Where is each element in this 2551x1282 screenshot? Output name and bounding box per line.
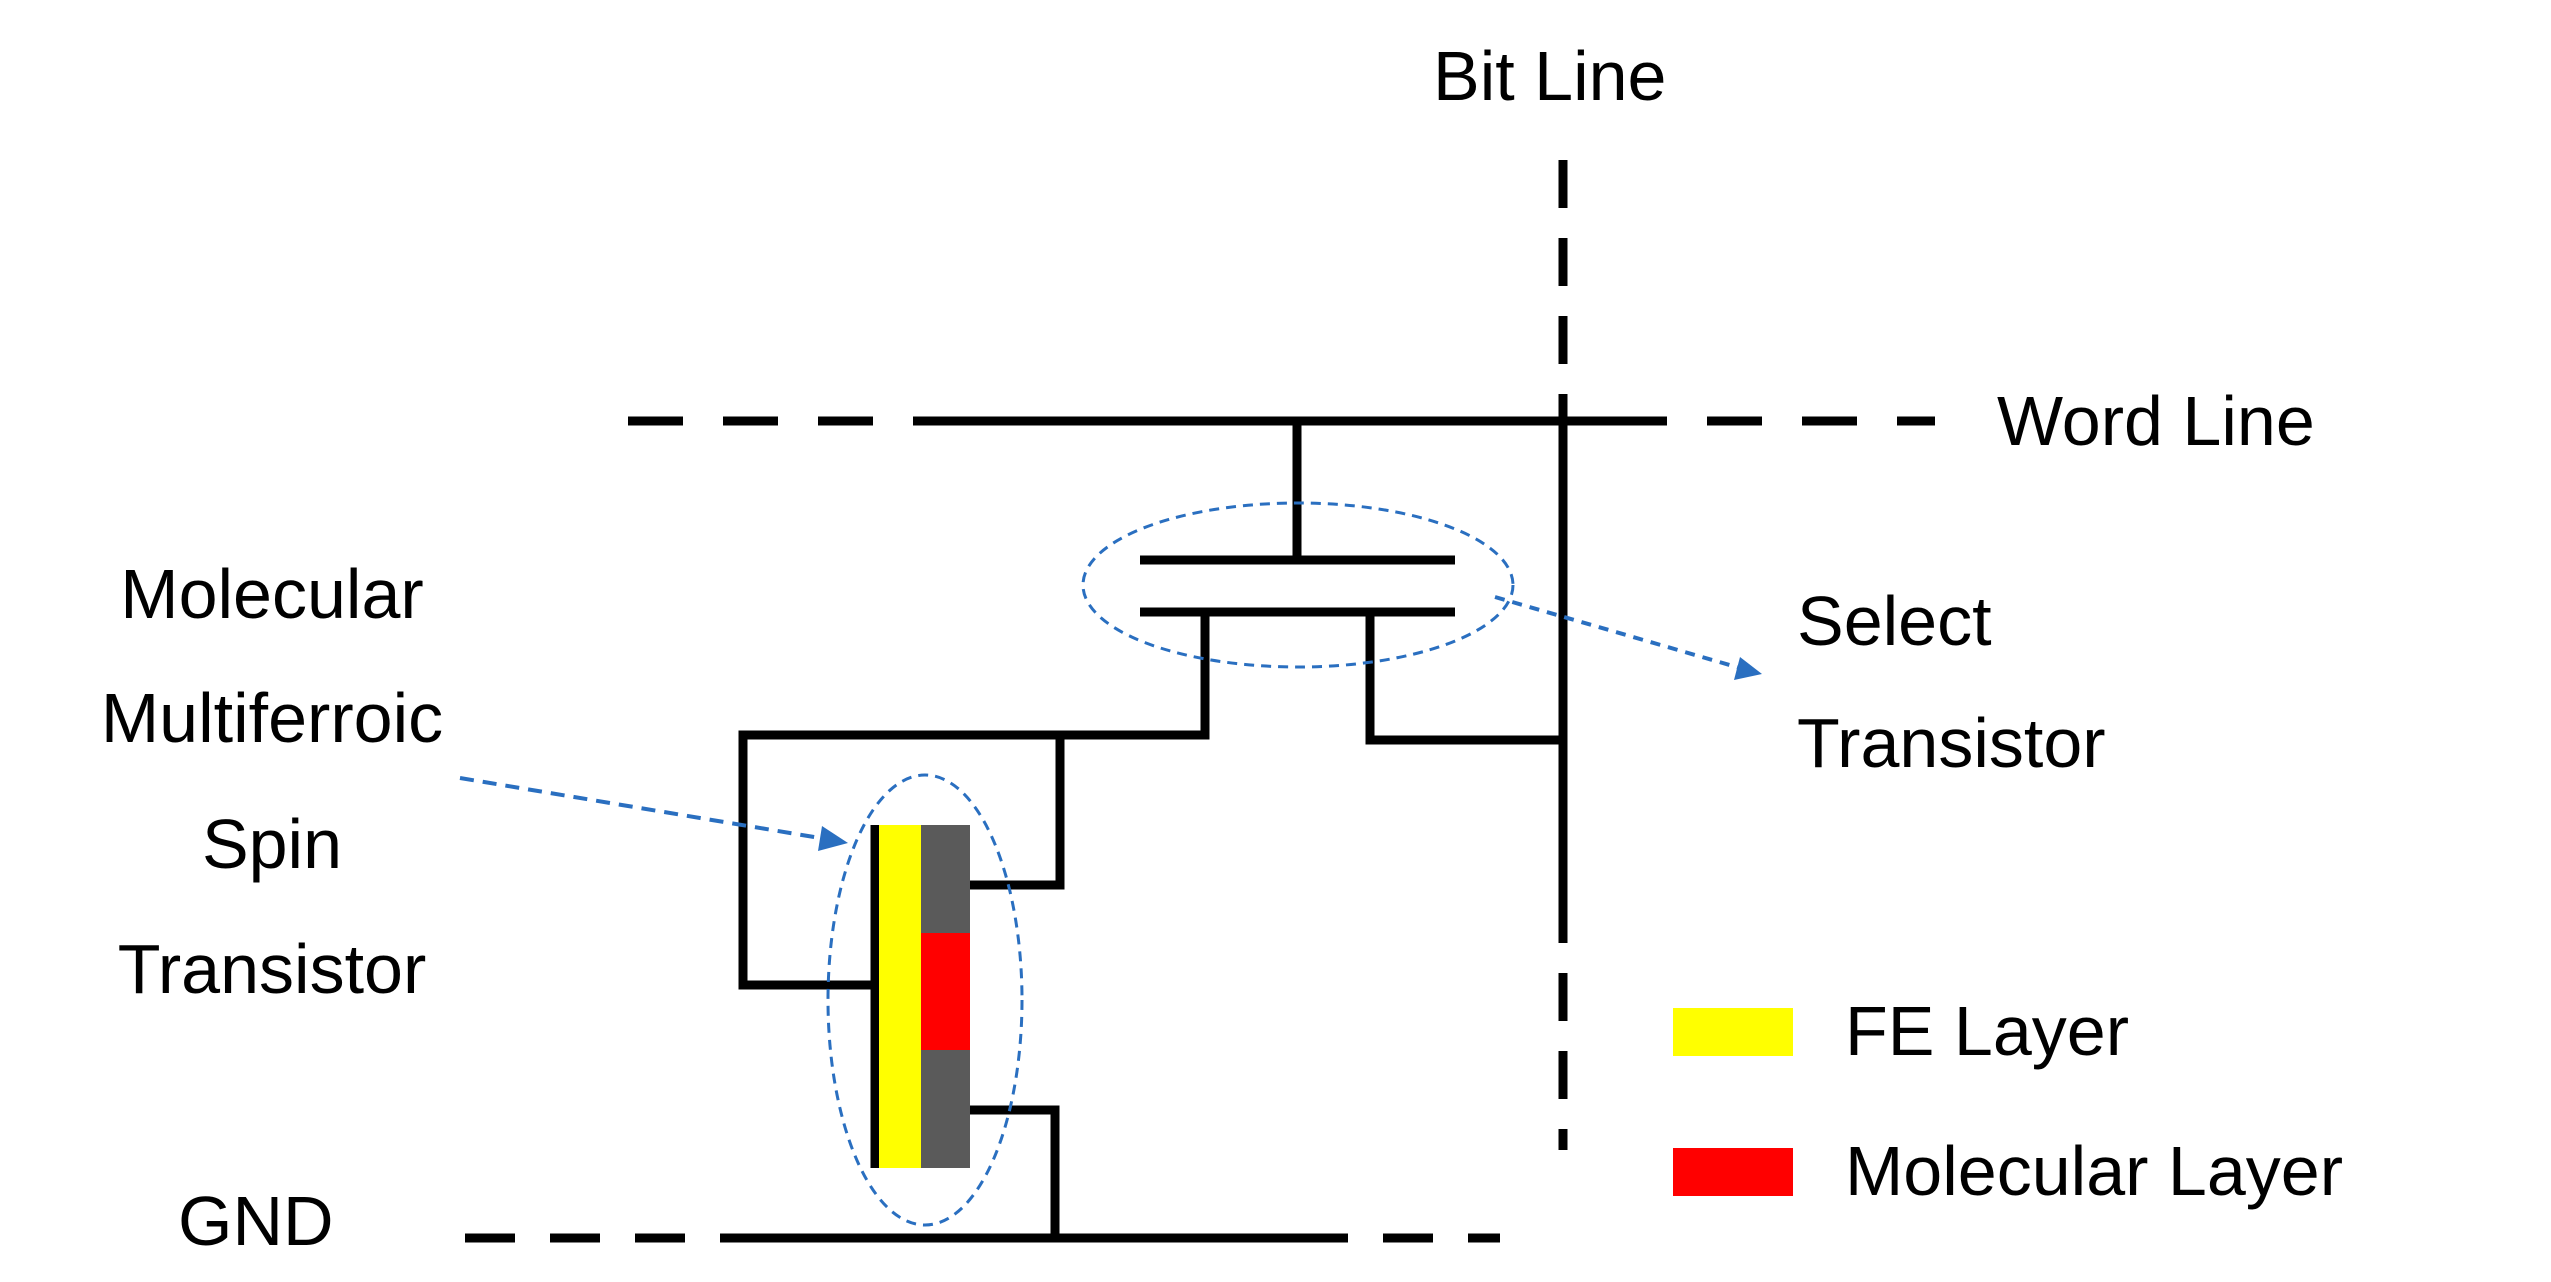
select-transistor-label-line2: Transistor <box>1797 704 2106 782</box>
select-callout-arrow <box>1494 595 1762 680</box>
mmst-label-line4: Transistor <box>118 930 427 1008</box>
select-transistor-highlight <box>1081 501 1515 669</box>
electrode-top <box>921 825 970 933</box>
word-line-label: Word Line <box>1997 382 2315 460</box>
fe-layer <box>879 825 921 1168</box>
legend: FE Layer Molecular Layer <box>1673 992 2343 1210</box>
molecular-layer <box>921 933 970 1050</box>
bit-line-label: Bit Line <box>1433 37 1666 115</box>
mmst-highlight <box>826 773 1024 1227</box>
select-transistor-label-line1: Select <box>1797 582 1992 660</box>
mmst-label-line3: Spin <box>202 805 342 883</box>
mmst-wiring <box>870 735 1065 1238</box>
select-transistor <box>738 421 1563 990</box>
mmst-callout-arrow <box>459 776 848 851</box>
legend-fe-label: FE Layer <box>1845 992 2129 1070</box>
gnd-label: GND <box>178 1182 334 1260</box>
mmst-label-line2: Multiferroic <box>101 679 443 757</box>
legend-molecular-swatch <box>1673 1148 1793 1196</box>
arrowhead-icon <box>1734 657 1762 680</box>
mmst-label-line1: Molecular <box>120 555 423 633</box>
electrode-bottom <box>921 1050 970 1168</box>
arrowhead-icon <box>818 826 848 851</box>
mmst-device <box>879 825 970 1168</box>
legend-fe-swatch <box>1673 1008 1793 1056</box>
legend-molecular-label: Molecular Layer <box>1845 1132 2343 1210</box>
